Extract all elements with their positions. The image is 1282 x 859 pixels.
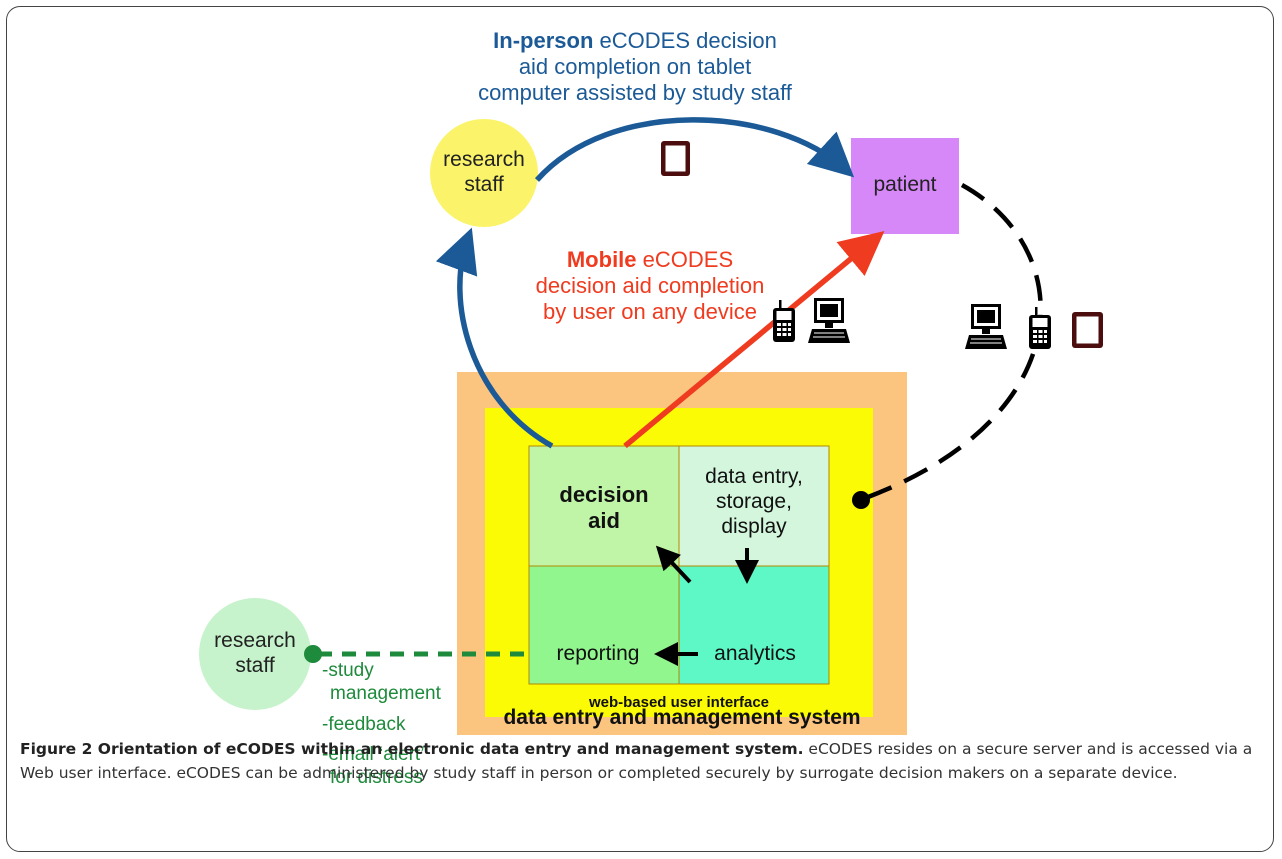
mobile-phone-icon [1029,307,1051,349]
task1-line2: management [330,682,441,704]
mobile-label-line3: by user on any device [542,298,758,324]
research-staff-top-label: research staff [430,148,538,198]
patient-link-endpoint [852,491,870,509]
research-staff-top-line2: staff [464,172,504,196]
mobile-label: Mobile eCODES decision aid completion by… [525,247,775,325]
caption-title: Orientation of eCODES within an electron… [92,740,804,758]
reporting-label: reporting [556,642,640,665]
desktop-computer-icon [808,298,850,343]
decision-aid-line1: decision [559,482,649,507]
task1-line1: -study [322,660,374,681]
task3-line2: for distress [330,767,423,789]
data-entry-line2: storage, [716,489,792,513]
data-entry-label: data entry, storage, display [679,465,829,539]
system-outer-label: data entry and management system [503,706,861,729]
mobile-label-bold: Mobile [566,247,637,272]
tablet-icon [661,141,690,176]
figure-frame [6,6,1274,852]
research-staff-top-line1: research [443,148,525,171]
in-person-arrow [534,117,855,182]
mobile-label-rest: eCODES [636,247,734,272]
in-person-label-line2: aid completion on tablet [518,53,752,79]
research-staff-bottom-line1: research [214,629,296,652]
diagram-canvas [199,117,1103,735]
decision-aid-line2: aid [588,507,620,533]
staff-link-endpoint [304,645,322,663]
patient-label: patient [873,173,937,196]
in-person-label: In-person eCODES decision aid completion… [440,28,830,106]
research-staff-bottom-label: research staff [200,629,310,679]
mobile-phone-icon [773,300,795,342]
staff-tasks-list: -study management -feedback -email ‘aler… [322,660,462,790]
figure-caption: Figure 2 Orientation of eCODES within an… [20,738,1260,785]
mobile-label-line2: decision aid completion [535,272,765,298]
web-ui-label: web-based user interface [588,694,770,711]
research-staff-bottom-line2: staff [235,653,275,677]
mobile-arrow [623,230,885,449]
decision-aid-to-staff-arrow [435,227,554,449]
cell-analytics [678,565,830,685]
desktop-computer-icon [965,304,1007,349]
patient-node [851,138,959,234]
task-study-management: -study management [322,660,462,706]
research-staff-top-node [430,119,538,227]
analytics-to-decision-aid-arrow [655,545,692,584]
research-staff-bottom-node [199,598,311,710]
caption-text: eCODES resides on a secure server and is… [20,740,1253,782]
in-person-label-bold: In-person [493,28,594,53]
caption-label: Figure 2 [20,740,93,758]
in-person-label-line3: computer assisted by study staff [478,79,792,105]
decision-aid-label: decision aid [529,482,679,534]
task-feedback: -feedback [322,713,406,735]
data-entry-line1: data entry, [705,465,803,488]
task3-line1: -email ‘alert’ [322,744,425,766]
cell-data-entry [678,445,830,567]
data-entry-line3: display [721,514,787,538]
task-email-alert: -email ‘alert’ for distress [322,744,462,790]
analytics-label: analytics [714,642,796,665]
cell-decision-aid [528,445,680,567]
in-person-label-rest: eCODES decision [593,28,777,53]
tablet-icon [1072,312,1103,348]
